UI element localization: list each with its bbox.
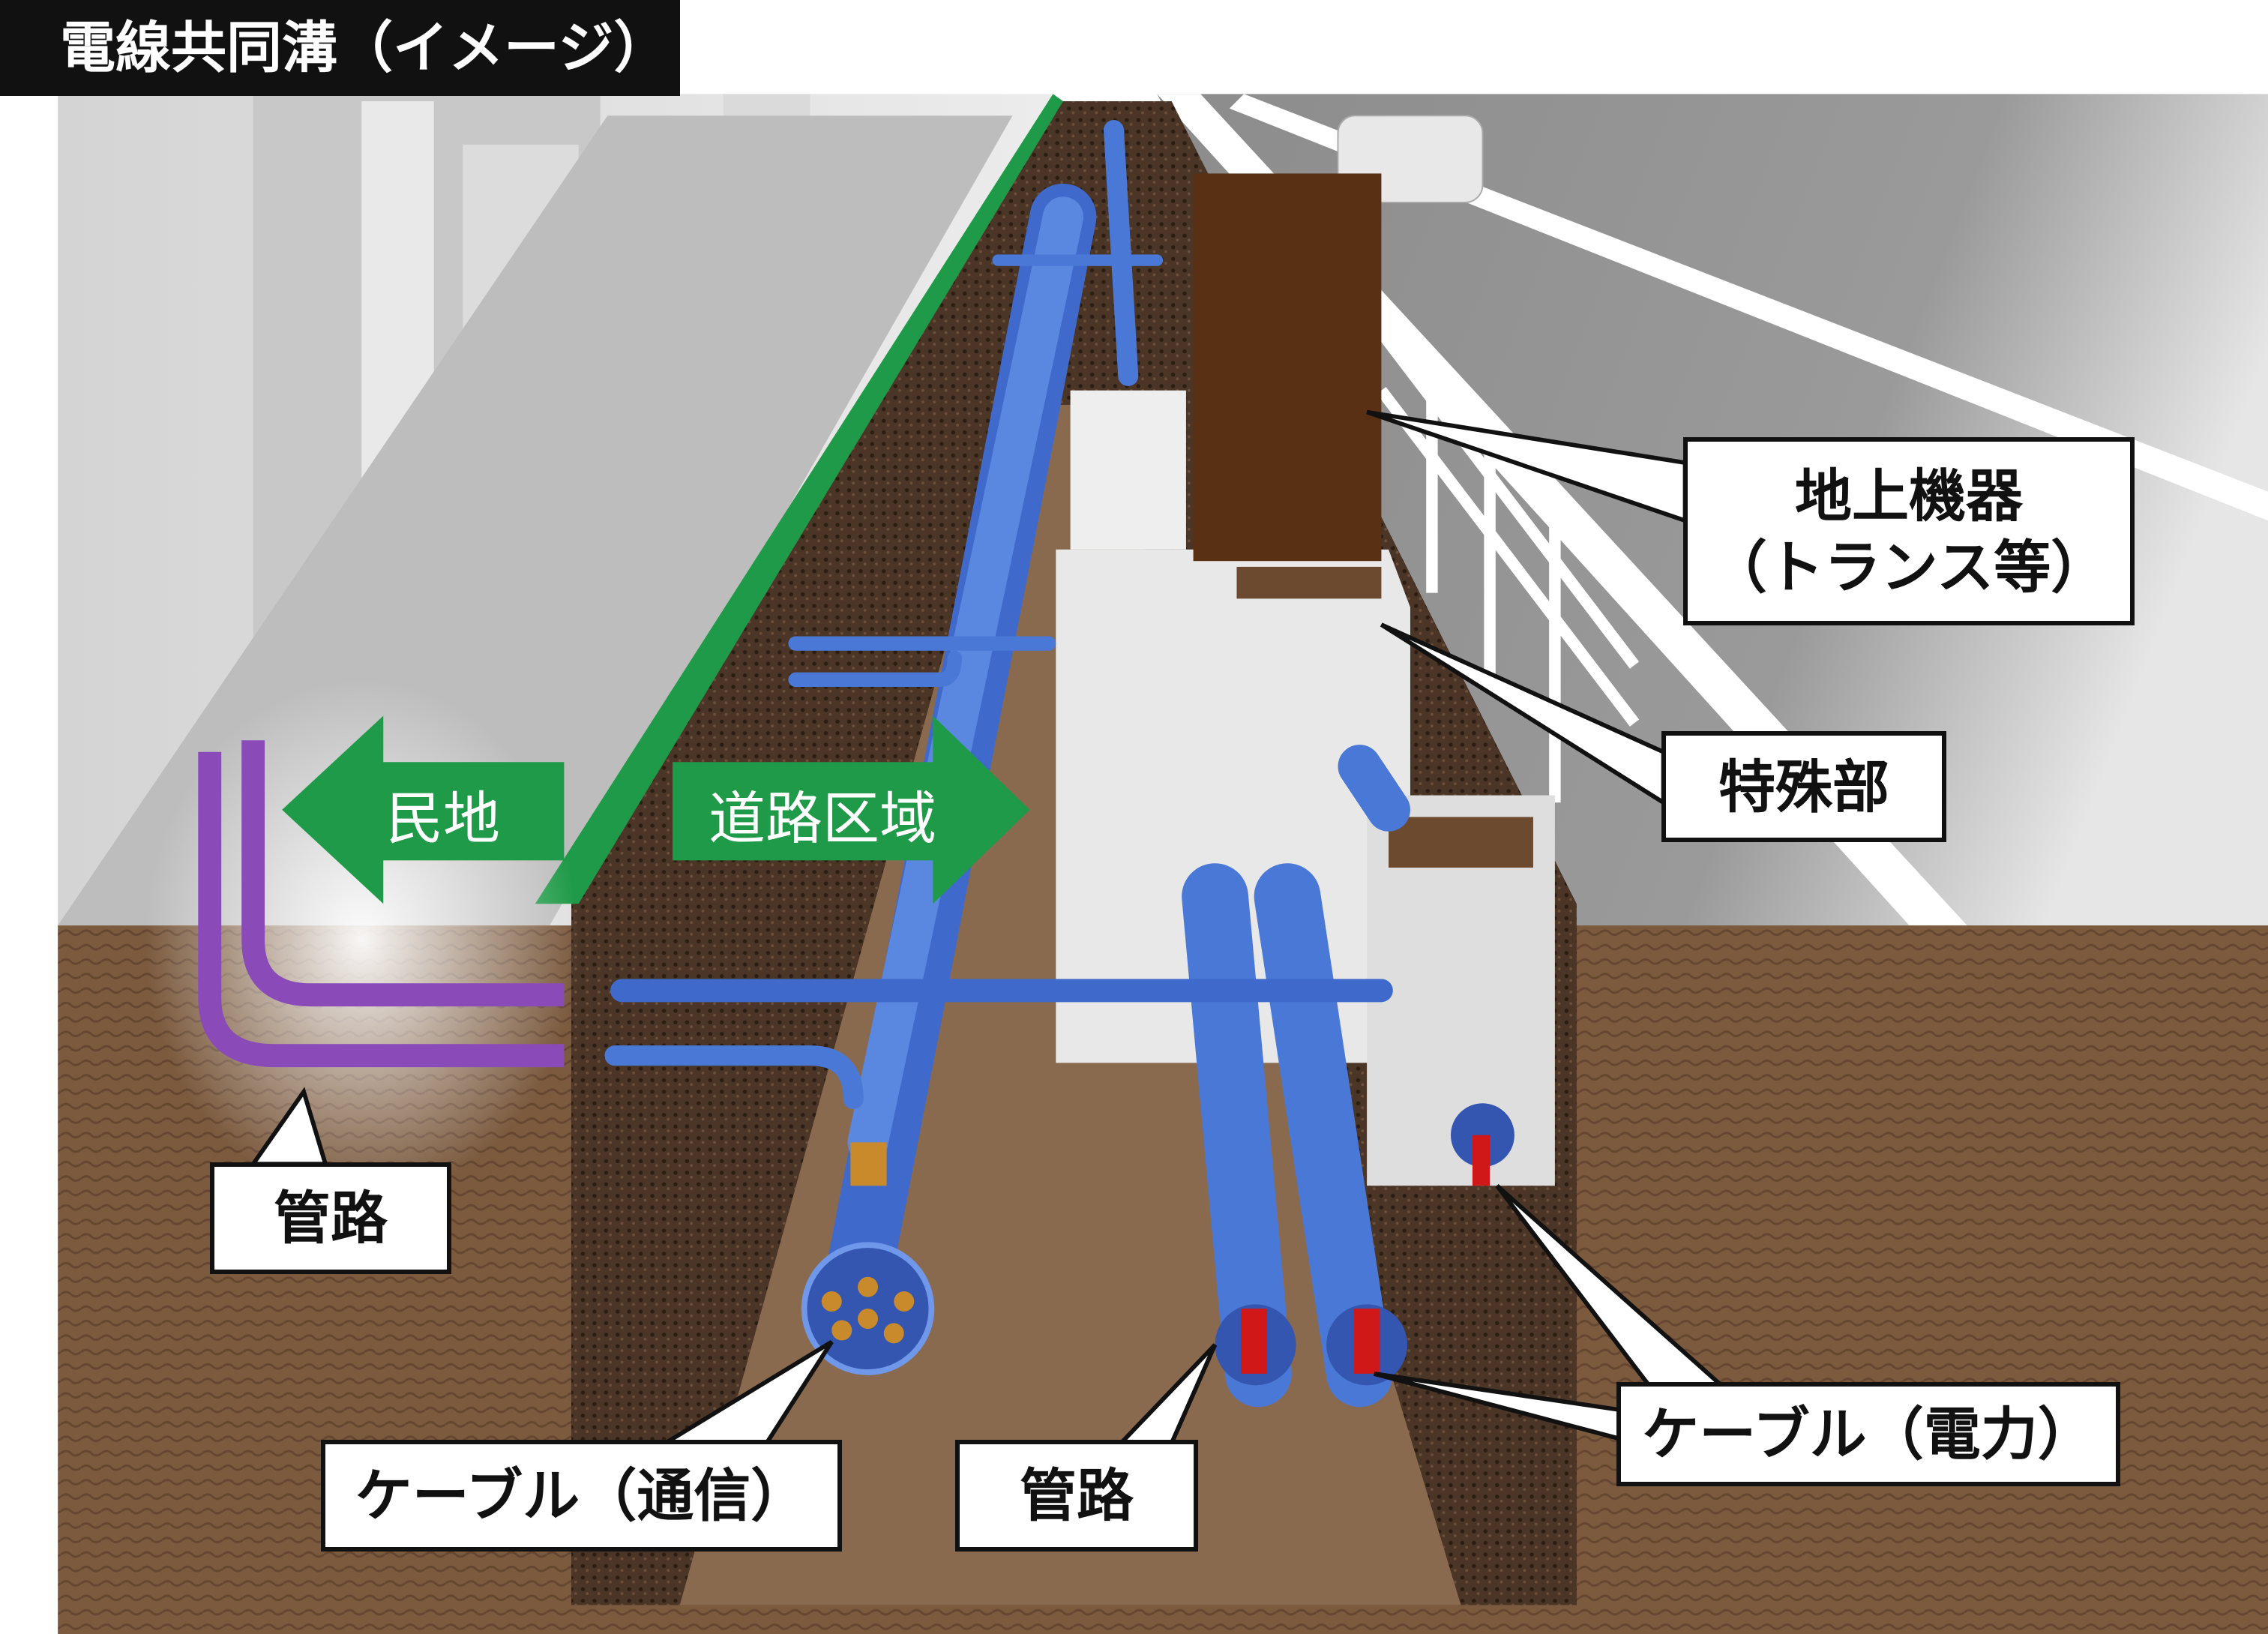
- arrow-road-area: [673, 715, 1030, 904]
- pipe-ends: [801, 1103, 1514, 1386]
- label-road-area: 道路区域: [709, 785, 936, 852]
- arrow-private-land: [282, 715, 565, 904]
- label-private-land: 民地: [386, 785, 500, 852]
- label-ground-equipment-line2: （トランス等）: [1709, 533, 2108, 601]
- boundary-line: [535, 94, 1063, 904]
- guard-rail: [1377, 328, 1640, 803]
- label-cable-power: ケーブル（電力）: [1616, 1382, 2120, 1486]
- label-cable-telecom: ケーブル（通信）: [321, 1440, 842, 1552]
- page-title: 電線共同溝（イメージ）: [0, 0, 680, 96]
- label-ground-equipment-line1: 地上機器: [1795, 462, 2023, 529]
- boundary-arrows: [282, 715, 1030, 904]
- special-section-box: [1056, 390, 1555, 1186]
- callout-pointers: [249, 409, 1727, 1446]
- label-ground-equipment: 地上機器 （トランス等）: [1683, 437, 2135, 625]
- transformer: [1193, 173, 1382, 562]
- label-special-section: 特殊部: [1661, 731, 1946, 842]
- label-conduit-left: 管路: [210, 1162, 451, 1274]
- label-conduit-center: 管路: [955, 1440, 1198, 1552]
